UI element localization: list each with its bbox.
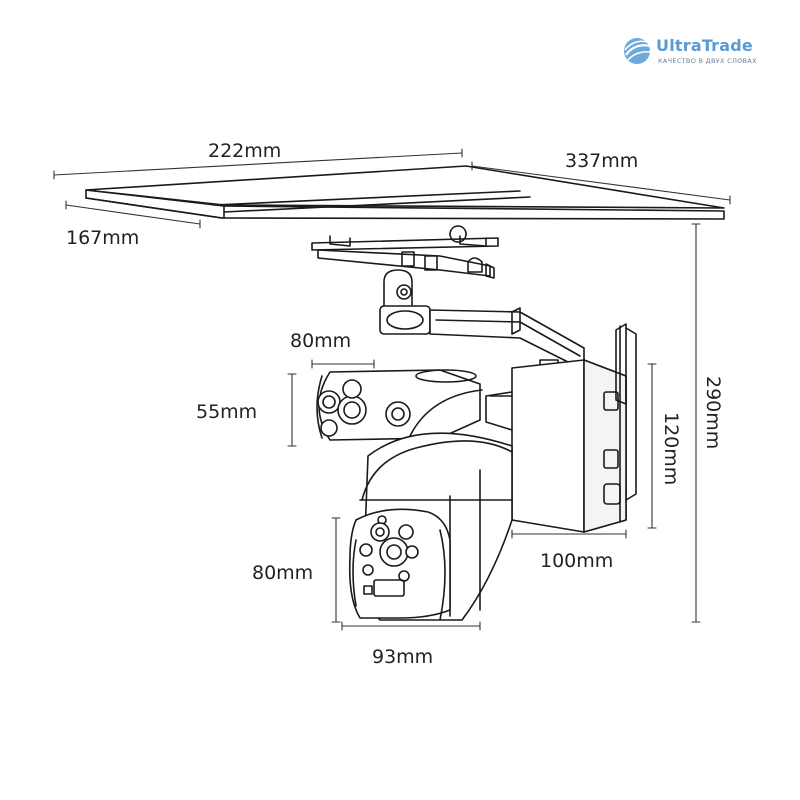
total-height-label: 290mm: [702, 376, 724, 450]
dimension-lines: [53, 148, 731, 631]
battery-box: [485, 323, 637, 533]
ultratrade-logo: UltraTrade КАЧЕСТВО В ДВУХ СЛОВАХ: [620, 34, 770, 74]
top-camera-height-label: 55mm: [196, 401, 258, 423]
brand-tagline: КАЧЕСТВО В ДВУХ СЛОВАХ: [658, 57, 757, 65]
battery-width-label: 100mm: [540, 550, 614, 572]
panel-width-label: 222mm: [208, 140, 282, 162]
panel-depth-label: 167mm: [66, 227, 140, 249]
ultratrade-globe-icon: [624, 38, 652, 64]
dome-camera-width-label: 93mm: [372, 646, 434, 668]
top-camera-width-label: 80mm: [290, 330, 352, 352]
battery-height-label: 120mm: [660, 412, 682, 486]
panel-bracket: [311, 225, 499, 279]
lower-camera-head: [348, 508, 451, 621]
brand-name: UltraTrade: [656, 36, 753, 55]
panel-length-label: 337mm: [565, 150, 639, 172]
solar-panel: [85, 165, 725, 220]
top-bullet-camera: [316, 369, 483, 454]
dome-camera-height-label: 80mm: [252, 562, 314, 584]
ball-joint-mount: [379, 269, 431, 335]
